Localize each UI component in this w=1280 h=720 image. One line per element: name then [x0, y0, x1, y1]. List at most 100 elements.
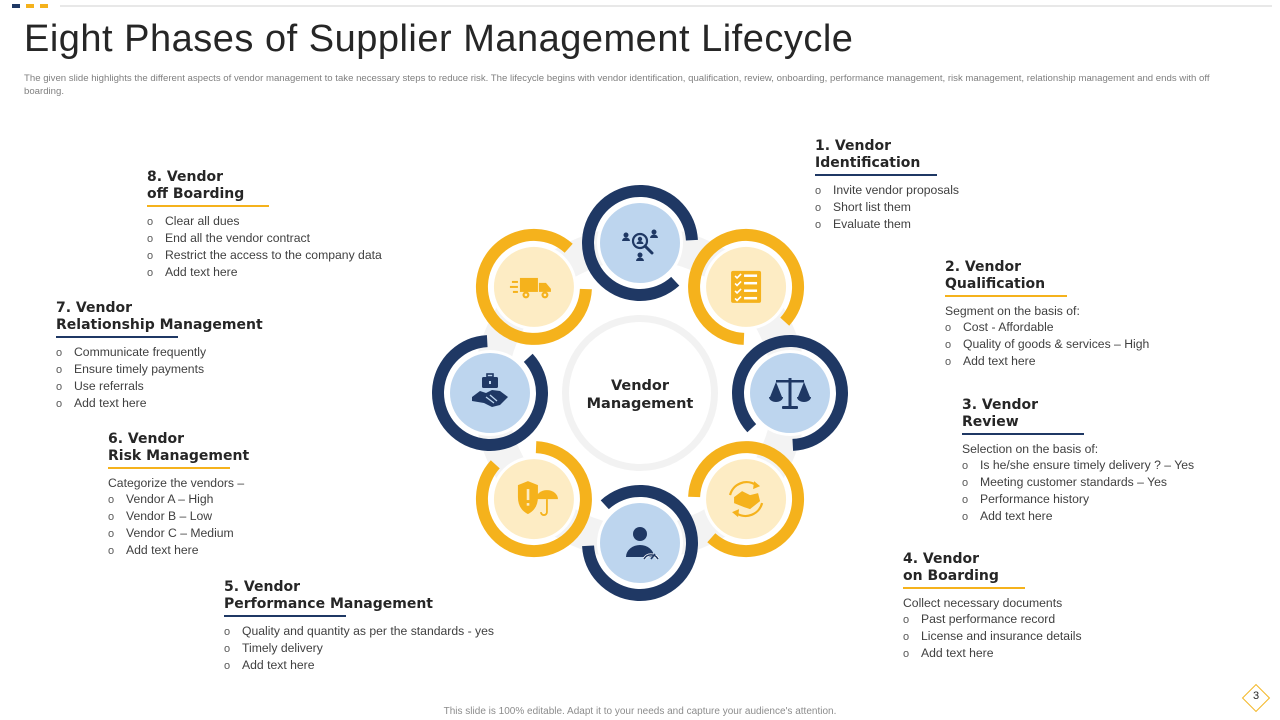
phase-2-title: Qualification	[945, 276, 1046, 292]
phase-7-number: 7. Vendor	[56, 300, 133, 316]
phase-3-intro: Selection on the basis of:	[962, 442, 1099, 456]
page-title: Eight Phases of Supplier Management Life…	[24, 18, 854, 60]
phase-5-title: Performance Management	[224, 596, 433, 612]
phase-1-ring	[582, 185, 698, 301]
phase-2-underline	[945, 295, 1067, 297]
center-label-line1: Vendor	[611, 378, 670, 394]
checklist-icon	[731, 270, 762, 303]
phase-6-underline	[108, 467, 230, 469]
phase-4-number: 4. Vendor	[903, 551, 980, 567]
phase-7-ring	[432, 335, 548, 451]
phase-5-disc	[600, 503, 680, 583]
accent-square-gold	[40, 4, 48, 8]
accent-square-navy	[12, 4, 20, 8]
shield-umbrella-icon	[517, 481, 558, 516]
people-search-icon	[622, 229, 658, 261]
delivery-truck-icon	[509, 277, 551, 299]
phase-5-underline	[224, 615, 346, 617]
page-number: 3	[1252, 690, 1260, 702]
phase-7-title: Relationship Management	[56, 317, 263, 333]
accent-square-gold	[26, 4, 34, 8]
phase-4-intro: Collect necessary documents	[903, 596, 1063, 610]
phase-3-underline	[962, 433, 1084, 435]
phase-5-node	[582, 485, 698, 601]
footer-note: This slide is 100% editable. Adapt it to…	[443, 706, 837, 717]
phase-7-underline	[56, 336, 178, 338]
person-gauge-icon	[626, 527, 660, 560]
handshake-briefcase-icon	[472, 373, 508, 407]
phase-2-number: 2. Vendor	[945, 259, 1022, 275]
balance-scale-icon	[769, 378, 811, 409]
page-number-badge: 3	[1241, 683, 1271, 713]
phase-6-number: 6. Vendor	[108, 431, 185, 447]
phase-6-ring	[475, 441, 592, 558]
phase-8-number: 8. Vendor	[147, 169, 224, 185]
center-circle: Vendor Management	[562, 315, 718, 471]
phase-5-number: 5. Vendor	[224, 579, 301, 595]
phase-3-title: Review	[962, 414, 1019, 430]
phase-1-number: 1. Vendor	[815, 138, 892, 154]
phase-5-ring	[582, 485, 698, 601]
phase-4-ring	[688, 441, 805, 558]
phase-2-intro: Segment on the basis of:	[945, 304, 1080, 318]
phase-3-number: 3. Vendor	[962, 397, 1039, 413]
phase-1-underline	[815, 174, 937, 176]
phase-4-title: on Boarding	[903, 568, 999, 584]
top-accent-bar	[12, 4, 1272, 9]
page-subtitle: The given slide highlights the different…	[24, 73, 1210, 97]
phase-1-title: Identification	[815, 155, 921, 171]
phase-8-title: off Boarding	[147, 186, 245, 202]
phase-6-title: Risk Management	[108, 448, 250, 464]
phase-3-ring	[732, 335, 848, 451]
center-label-line2: Management	[587, 396, 694, 412]
phase-8-ring	[475, 228, 592, 345]
accent-line	[60, 5, 1272, 7]
phase-6-intro: Categorize the vendors –	[108, 476, 245, 490]
handshake-cycle-icon	[728, 481, 764, 518]
